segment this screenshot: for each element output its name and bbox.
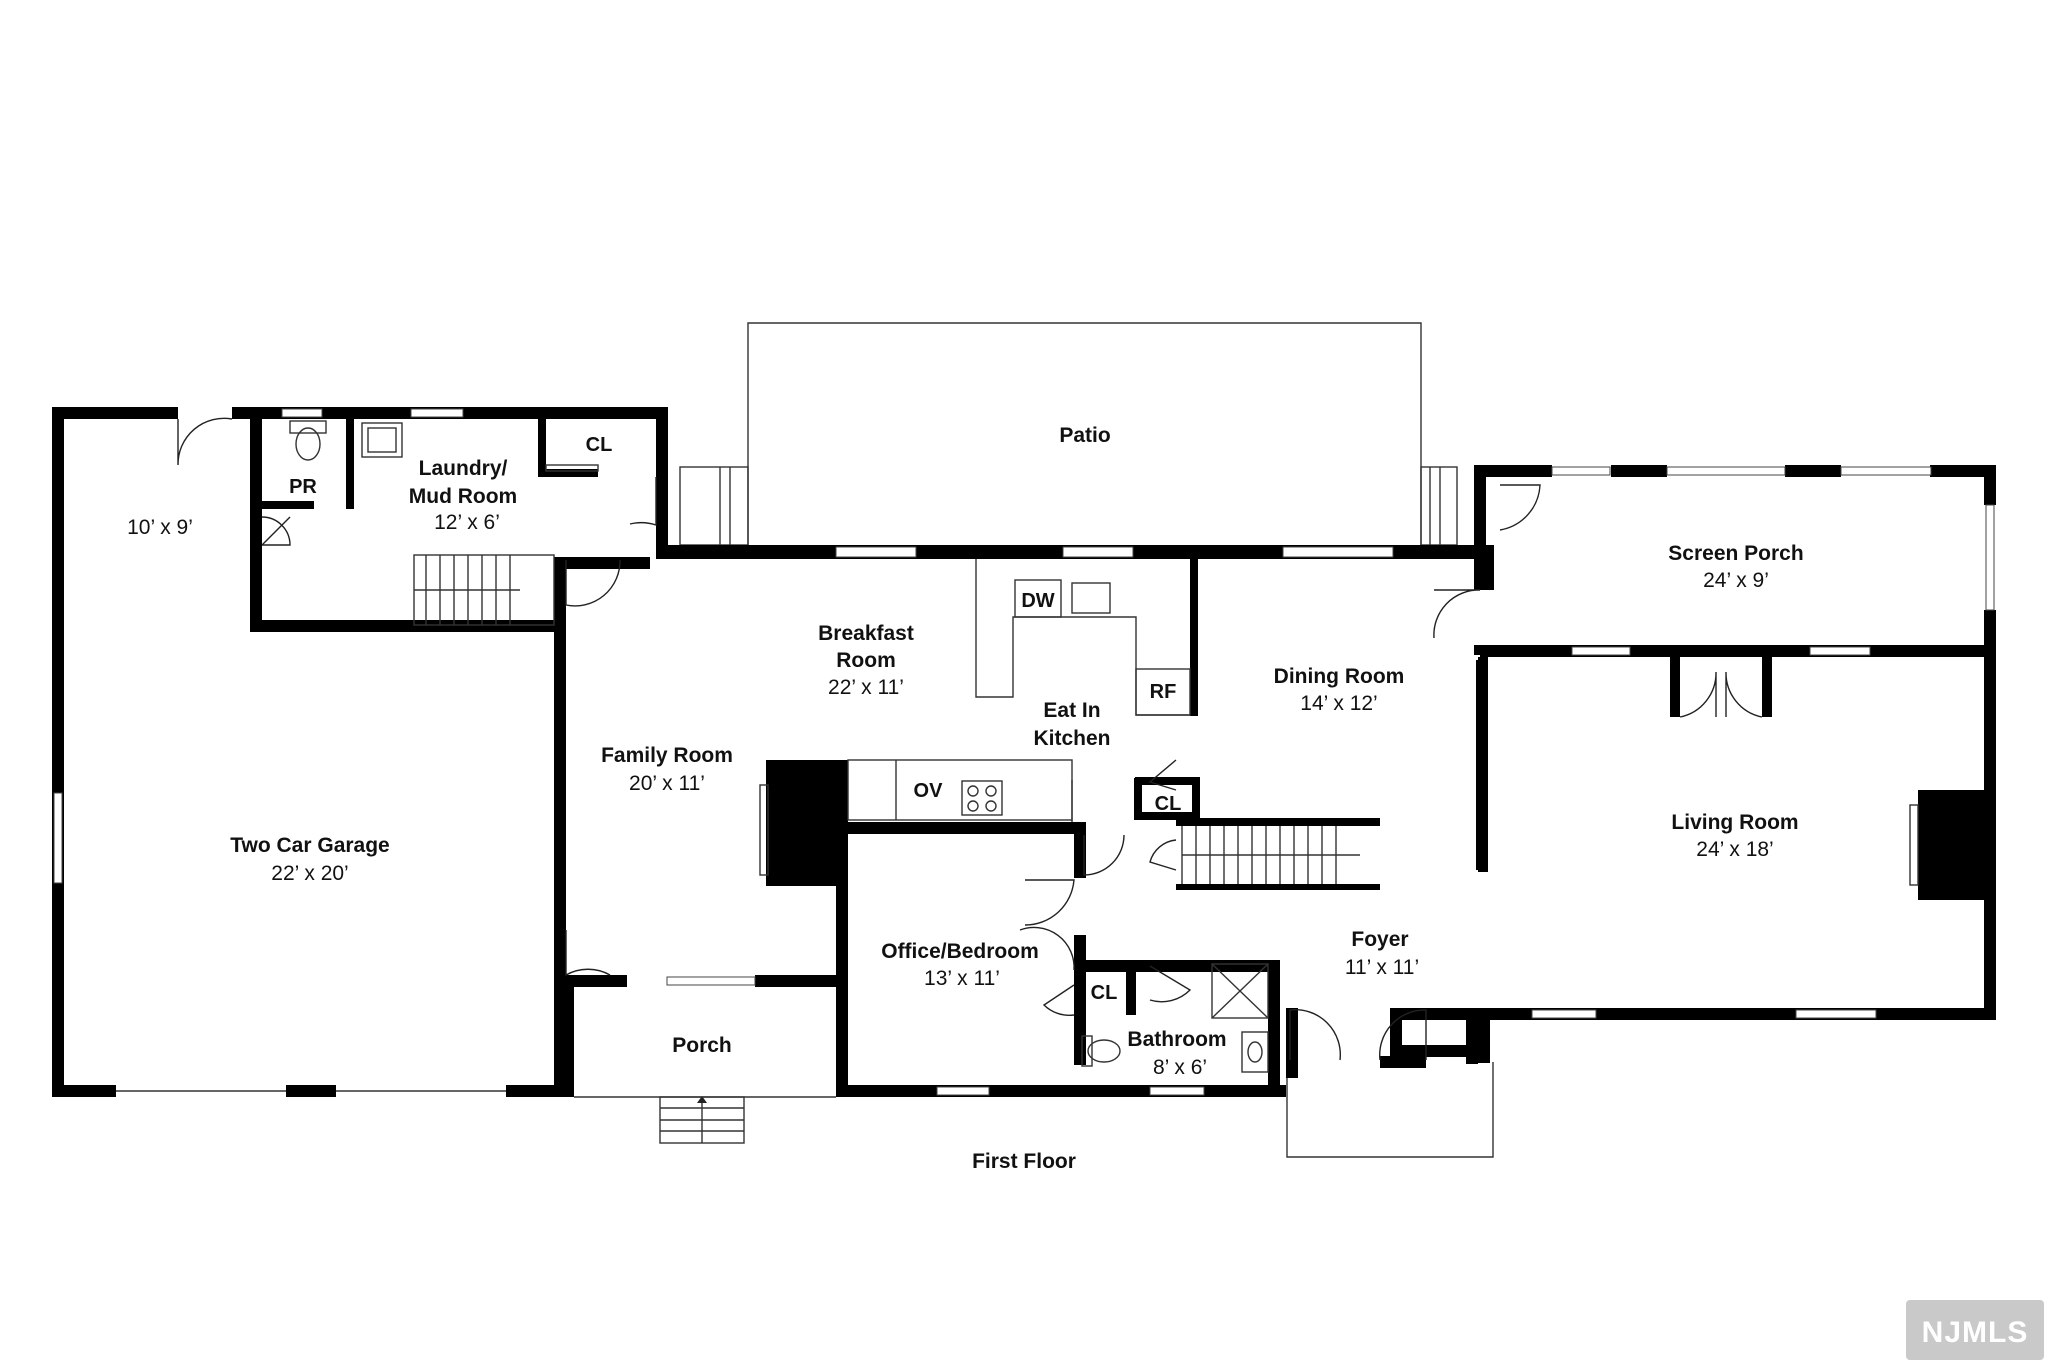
foyer-label: Foyer xyxy=(1351,928,1408,951)
laundry-dims: 12’ x 6’ xyxy=(434,511,500,534)
family-fireplace xyxy=(766,760,848,886)
entry-landing xyxy=(1286,1062,1494,1158)
breakfast-dims: 22’ x 11’ xyxy=(828,676,904,699)
bathroom-label: Bathroom xyxy=(1127,1028,1226,1051)
breakfast-label-2: Room xyxy=(836,649,896,672)
screen-porch-label: Screen Porch xyxy=(1668,542,1803,565)
kitchen-label-2: Kitchen xyxy=(1033,727,1110,750)
dining-label: Dining Room xyxy=(1274,665,1405,688)
doors xyxy=(177,417,1763,1061)
family-label: Family Room xyxy=(601,744,733,767)
oven-label: OV xyxy=(914,780,944,802)
garage-dims: 22’ x 20’ xyxy=(271,862,348,885)
floor-title: First Floor xyxy=(972,1150,1076,1173)
kitchen-label-1: Eat In xyxy=(1043,699,1100,722)
living-dims: 24’ x 18’ xyxy=(1696,838,1773,861)
foyer-dims: 11’ x 11’ xyxy=(1345,956,1419,979)
garage-label: Two Car Garage xyxy=(230,834,390,857)
laundry-closet-label: CL xyxy=(586,434,613,456)
breakfast-label-1: Breakfast xyxy=(818,622,914,645)
refrigerator-label: RF xyxy=(1150,681,1177,703)
laundry-label-2: Mud Room xyxy=(409,485,517,508)
office-dims: 13’ x 11’ xyxy=(924,967,1000,990)
office-label: Office/Bedroom xyxy=(881,940,1039,963)
office-closet-label: CL xyxy=(1091,982,1118,1004)
walls xyxy=(52,407,1996,1097)
living-fireplace xyxy=(1918,790,1984,900)
kitchen-counters xyxy=(847,559,1191,822)
family-dims: 20’ x 11’ xyxy=(629,772,705,795)
laundry-label-1: Laundry/ xyxy=(419,457,508,480)
watermark-text: NJMLS xyxy=(1922,1316,2029,1349)
powder-room-label: PR xyxy=(289,476,317,498)
fixtures xyxy=(289,420,1269,1073)
porch-label: Porch xyxy=(672,1034,732,1057)
living-label: Living Room xyxy=(1671,811,1798,834)
stairs-laundry xyxy=(413,554,555,626)
hall-closet-label: CL xyxy=(1155,793,1182,815)
bathroom-dims: 8’ x 6’ xyxy=(1153,1056,1207,1079)
stairs-main xyxy=(1181,826,1360,884)
dining-dims: 14’ x 12’ xyxy=(1300,692,1377,715)
garage-nook-dims: 10’ x 9’ xyxy=(127,516,193,539)
dishwasher-label: DW xyxy=(1021,590,1054,612)
screen-porch-dims: 24’ x 9’ xyxy=(1703,569,1769,592)
watermark: NJMLS xyxy=(1906,1300,2044,1360)
patio-label: Patio xyxy=(1059,424,1110,447)
porch-steps xyxy=(659,1096,745,1144)
